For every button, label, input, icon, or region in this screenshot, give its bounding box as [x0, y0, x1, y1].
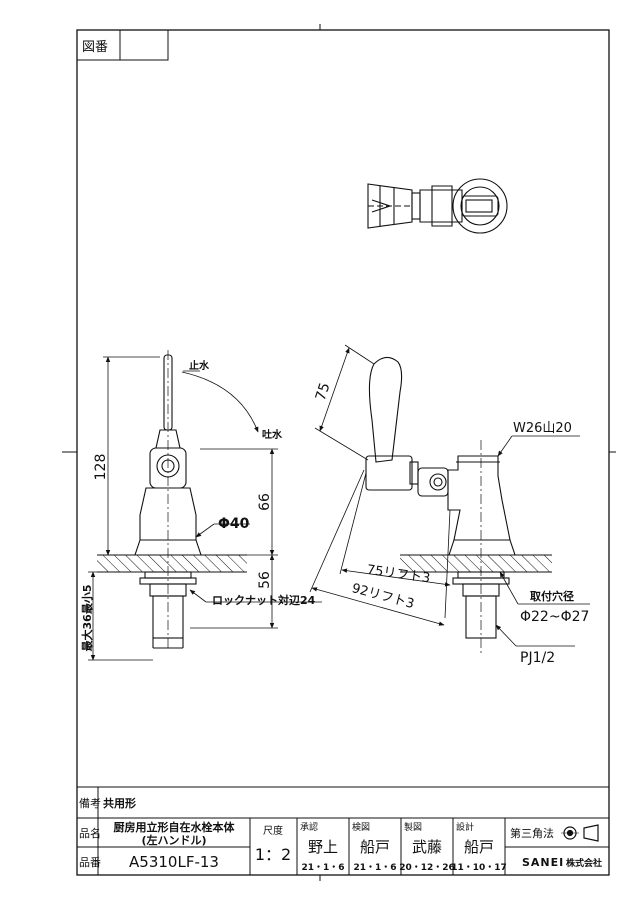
- label-spout-water: 吐水: [262, 428, 283, 441]
- dim-66: 66: [257, 493, 273, 511]
- scale-label: 尺度: [263, 824, 283, 837]
- approval-name: 野上: [308, 838, 338, 856]
- sheet-frame: [76, 29, 610, 876]
- label-mounting-hole: 取付穴径: [530, 589, 574, 603]
- title-block-text: 備考 共用形 品名 厨房用立形自在水栓本体 (左ハンドル) 品番 A5310LF…: [79, 796, 602, 873]
- draft-name: 武藤: [412, 838, 442, 856]
- title-block: [77, 786, 609, 875]
- side-view: [365, 356, 516, 655]
- dim-diameter-40: Φ40: [218, 516, 250, 532]
- approval-date: 21・1・6: [301, 863, 344, 873]
- dim-locknut-24: ロックナット対辺24: [212, 593, 316, 607]
- drawing-number-label: 図番: [82, 40, 108, 55]
- product-name-label: 品名: [79, 826, 101, 840]
- drawing-number-box: 図番: [76, 29, 169, 61]
- front-view-dimensions: [88, 356, 322, 661]
- check-date: 21・1・6: [353, 863, 396, 873]
- product-name-line2: (左ハンドル): [141, 833, 206, 847]
- draft-date: 20・12・26: [399, 863, 455, 873]
- top-view: [367, 178, 508, 234]
- remarks-label: 備考: [79, 797, 101, 810]
- dim-thread-w26: W26山20: [513, 421, 572, 436]
- front-view: [134, 350, 202, 650]
- scale-value: 1：2: [255, 845, 291, 864]
- design-name: 船戸: [464, 838, 494, 856]
- side-view-dimension-labels: 75 75リフト3 92リフト3 W26山20 取付穴径 Φ22~Φ27 PJ1…: [313, 381, 590, 666]
- side-view-dimensions: [309, 344, 590, 647]
- counter-surface: [97, 554, 552, 573]
- design-date: 11・10・17: [451, 863, 507, 873]
- dim-128: 128: [93, 454, 109, 481]
- draft-label: 製図: [404, 821, 422, 833]
- projection-method: 第三角法: [510, 826, 554, 840]
- product-code: A5310LF-13: [129, 853, 219, 871]
- company-suffix: 株式会社: [566, 857, 602, 869]
- front-view-dimension-labels: 128 66 56 最大36最小5 Φ40 ロックナット対辺24 止水 吐水: [80, 359, 316, 651]
- dim-max36-min5: 最大36最小5: [80, 585, 94, 652]
- label-stop-water: 止水: [189, 359, 210, 372]
- check-name: 船戸: [360, 838, 390, 856]
- dim-56: 56: [257, 571, 273, 589]
- check-label: 検図: [352, 821, 370, 833]
- remarks-value: 共用形: [103, 796, 136, 810]
- approval-label: 承認: [300, 821, 318, 833]
- product-name-line1: 厨房用立形自在水栓本体: [114, 820, 236, 834]
- third-angle-projection-icon: [561, 824, 599, 842]
- dim-hole-diameter: Φ22~Φ27: [520, 609, 589, 625]
- company-name: SANEI: [522, 856, 564, 869]
- product-code-label: 品番: [79, 856, 101, 869]
- design-label: 設計: [456, 821, 474, 833]
- dim-75-handle: 75: [313, 381, 334, 403]
- dim-pj-1-2: PJ1/2: [520, 650, 555, 666]
